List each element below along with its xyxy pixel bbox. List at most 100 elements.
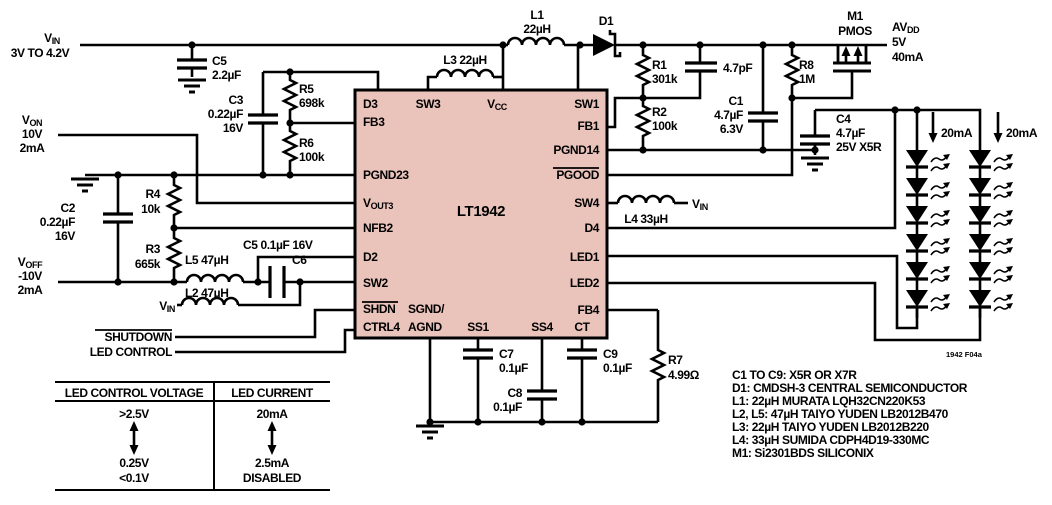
cap-c6-symbol (268, 266, 286, 298)
led-icon (967, 148, 1015, 180)
pin-d2: D2 (363, 250, 378, 264)
ground-c4 (799, 156, 831, 172)
cap-c7-symbol (463, 348, 493, 360)
c4-ref: C4 (836, 112, 851, 126)
wires (58, 36, 982, 424)
resistor-r4-symbol (165, 175, 183, 228)
ic-pin-labels: D3 FB3 PGND23 VOUT3 NFB2 D2 SW2 SHDN CTR… (362, 97, 600, 334)
led-control-label: LED CONTROL (90, 345, 172, 359)
led-icon (904, 260, 952, 292)
ground-c5a (176, 78, 208, 94)
pin-sw2: SW2 (363, 276, 389, 290)
table-row3-current: DISABLED (243, 471, 302, 485)
r1-ref: R1 (652, 58, 667, 72)
pin-sw3: SW3 (416, 97, 442, 111)
r1-val: 301k (652, 72, 678, 86)
vin-l4-label: VIN (692, 197, 708, 212)
r2-ref: R2 (652, 105, 667, 119)
led-string-2 (967, 148, 1015, 320)
note-line: L1: 22µH MURATA LQH32CN220K53 (732, 394, 926, 408)
von-volt-label: 10V (22, 127, 43, 141)
pin-sw1: SW1 (574, 97, 600, 111)
c3-ref: C3 (228, 93, 243, 107)
c5a-ref: C5 (212, 54, 227, 68)
inductor-l1-symbol (506, 36, 566, 46)
pin-pgnd23: PGND23 (363, 168, 409, 182)
l4-label: L4 33µH (624, 212, 667, 226)
led-control-table: LED CONTROL VOLTAGE LED CURRENT >2.5V 20… (55, 381, 330, 491)
r5-val: 698k (299, 96, 325, 110)
current-arrow-icon (927, 110, 939, 145)
r5-ref: R5 (299, 82, 314, 96)
c1-val: 4.7µF (714, 108, 743, 122)
resistor-r3-symbol (165, 228, 183, 282)
table-row3-voltage: <0.1V (119, 471, 149, 485)
inductor-l5-symbol (185, 273, 245, 283)
range-arrow-icon (266, 419, 278, 457)
voff-volt-label: -10V (18, 269, 42, 283)
m1-ref: M1 (847, 9, 864, 23)
voff-curr-label: 2mA (18, 283, 44, 297)
note-line: C1 TO C9: X5R OR X7R (732, 368, 857, 382)
pin-fb3: FB3 (363, 115, 385, 129)
vin-range-label: 3V TO 4.2V (11, 46, 70, 60)
junction-dots (114, 41, 921, 426)
resistor-r6-symbol (281, 123, 299, 175)
c8-ref: C8 (507, 386, 522, 400)
c2-rating: 16V (55, 229, 76, 243)
led-icon (967, 288, 1015, 320)
pin-ss1: SS1 (467, 320, 489, 334)
wire-d4 (607, 110, 897, 230)
table-header-current: LED CURRENT (231, 386, 314, 400)
c7-ref: C7 (499, 347, 514, 361)
ic-part-number: LT1942 (457, 203, 505, 220)
r4-ref: R4 (145, 187, 160, 201)
note-line: L4: 33µH SUMIDA CDPH4D19-330MC (732, 433, 930, 447)
c1-rating: 6.3V (720, 122, 743, 136)
pin-ctrl4: CTRL4 (363, 320, 400, 334)
cap-c1-symbol (748, 111, 778, 123)
table-row1-voltage: >2.5V (119, 407, 149, 421)
supply-labels: VIN 3V TO 4.2V VON 10V 2mA VOFF -10V 2mA… (11, 20, 924, 359)
pin-d3: D3 (363, 97, 378, 111)
led-current-2: 20mA (1006, 126, 1038, 140)
pin-pgood: PGOOD (556, 168, 599, 182)
wire-led1-return (607, 254, 919, 330)
c2-ref: C2 (60, 201, 75, 215)
component-labels: C5 2.2µF C3 0.22µF 16V R5 698k R6 100k C… (40, 8, 1038, 414)
c8-val: 0.1µF (493, 400, 522, 414)
resistor-r8-symbol (783, 45, 801, 98)
capacitor-plates (103, 58, 830, 401)
r8-ref: R8 (799, 58, 814, 72)
m1-type: PMOS (838, 24, 872, 38)
inductor-l2-symbol (180, 296, 240, 306)
cap-c5a-symbol (177, 58, 207, 70)
c3-val: 0.22µF (208, 107, 243, 121)
r3-ref: R3 (145, 242, 160, 256)
figure-id: 1942 F04a (946, 350, 983, 359)
resistor-r1-symbol (634, 45, 652, 98)
c9-val: 0.1µF (603, 361, 632, 375)
wire-von-vout3 (58, 133, 355, 205)
pin-pgnd14: PGND14 (553, 143, 599, 157)
diode-d1-symbol (593, 30, 622, 58)
led-icon (904, 232, 952, 264)
note-line: L2, L5: 47µH TAIYO YUDEN LB2012B470 (732, 407, 949, 421)
r2-val: 100k (652, 119, 678, 133)
pin-fb4: FB4 (578, 303, 600, 317)
vin-label: VIN (44, 31, 60, 46)
led-string-1 (904, 148, 952, 320)
cap-c2-symbol (103, 212, 133, 224)
r6-ref: R6 (299, 136, 314, 150)
r8-val: 1M (799, 72, 815, 86)
wire-led2-return (607, 281, 982, 342)
table-header-voltage: LED CONTROL VOLTAGE (65, 386, 204, 400)
led-icon (967, 260, 1015, 292)
pin-ct: CT (574, 320, 590, 334)
led-current-1: 20mA (941, 126, 973, 140)
avdd-curr-label: 40mA (892, 50, 924, 64)
r4-val: 10k (141, 202, 161, 216)
pin-led1: LED1 (570, 250, 600, 264)
table-row2-current: 2.5mA (255, 456, 290, 470)
cap-c8-symbol (527, 389, 557, 401)
